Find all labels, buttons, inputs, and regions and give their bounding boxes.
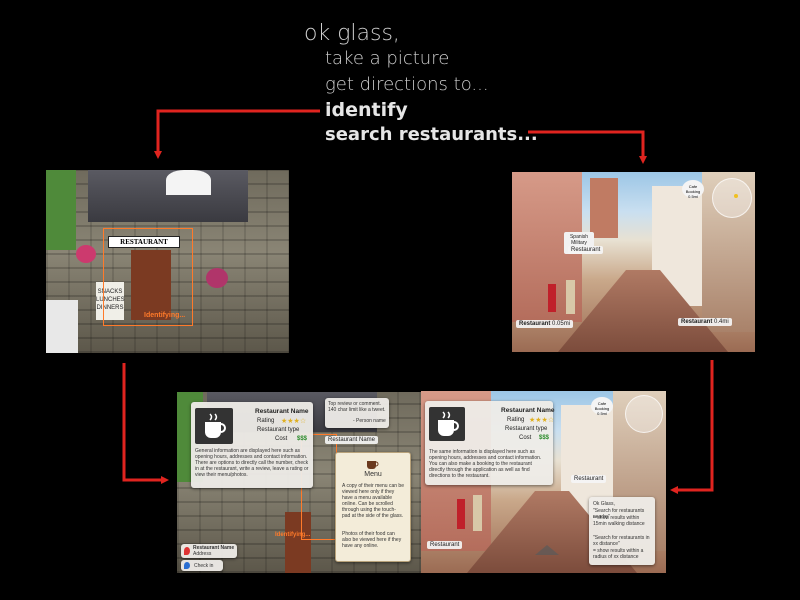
command-get-directions: get directions to... (325, 74, 489, 95)
coffee-cup-icon (195, 408, 233, 444)
search-photo: Spanish Military Hospital Cafe Booking 0… (512, 172, 755, 352)
identifying-label-2: Identifying... (275, 532, 311, 538)
menu-board: SNACKS LUNCHES DINNERS (96, 282, 125, 320)
photos-description: Photos of their food can also be viewed … (342, 531, 402, 549)
cost-value-2: $$$ (539, 435, 550, 441)
flower-basket-right (206, 268, 228, 288)
restaurant-name-2: Restaurant Name (501, 407, 555, 414)
arrow-search (528, 130, 647, 164)
balcony-building (590, 178, 618, 238)
restaurant-name-tag[interactable]: Restaurant Name (325, 436, 379, 444)
red-door-2 (285, 512, 311, 573)
rating-label-2: Rating (507, 417, 525, 423)
flower-basket-left (76, 245, 96, 263)
restaurant-tag-right-distance: 0.4mi (714, 319, 729, 325)
menu-description: A copy of their menu can be viewed here … (342, 483, 404, 519)
cost-label: Cost (275, 436, 288, 442)
arrow-identify (154, 109, 320, 159)
arrow-identify-result (122, 363, 169, 484)
red-door (131, 250, 171, 320)
bottom-restaurant-name: Restaurant Name (193, 545, 235, 551)
cost-value: $$$ (297, 436, 308, 442)
cost-label-2: Cost (519, 435, 532, 441)
command-take-picture: take a picture (325, 48, 450, 69)
restaurant-tag-left-distance: 0.05mi (552, 321, 571, 327)
restaurant-tag-right-name: Restaurant (681, 319, 713, 325)
restaurant-tag-right[interactable]: Restaurant 0.4mi (678, 318, 732, 326)
parked-car (46, 300, 78, 353)
menu-card[interactable]: Menu A copy of their menu can be viewed … (335, 452, 411, 562)
tip-title: Ok Glass, (593, 501, 615, 507)
tip-line-1: "Search for restaurants nearby" (593, 508, 645, 520)
pedestrian-2 (566, 280, 575, 314)
restaurant-type-label: Restaurant type (257, 427, 300, 433)
review-author: - Person name (353, 418, 386, 424)
check-in-icon (184, 562, 190, 569)
identify-photo: RESTAURANT SNACKS LUNCHES DINNERS Identi… (46, 170, 289, 353)
command-search-restaurants: search restaurants... (325, 124, 538, 145)
pedestrian-4 (473, 495, 482, 531)
radar-dot (734, 194, 738, 198)
map-pin-icon (184, 547, 190, 555)
radar-compass-2 (625, 395, 663, 433)
bottom-restaurant-card[interactable]: Restaurant Name Address (181, 544, 237, 558)
command-identify: identify (325, 99, 408, 121)
tip-line-4: = show results within a radius of xx dis… (593, 548, 644, 560)
coffee-cup-icon-2 (429, 407, 465, 441)
general-info-text: General information are displayed here s… (195, 448, 309, 478)
detail-photo-left: Identifying... Restaurant Name Rating ★★… (177, 392, 421, 573)
pedestrian-3 (457, 499, 465, 529)
review-text: Top review or comment. 140 char limit li… (328, 401, 386, 413)
cafe-booking-marker-2: Cafe Booking 0.5mi (591, 397, 613, 416)
general-info-text-2: The same information is displayed here s… (429, 449, 542, 479)
tip-line-3: "Search for restaurants in xx distance" (593, 535, 650, 547)
restaurant-tag-left-name: Restaurant (519, 321, 551, 327)
arrow-search-result (670, 360, 714, 494)
tree-foliage (46, 170, 76, 250)
seagull (166, 170, 211, 195)
menu-title: Menu (364, 471, 382, 478)
rating-stars-icon-2: ★★★☆ (529, 417, 555, 424)
menu-cup-icon (365, 457, 381, 471)
detail-photo-right: Cafe Booking 0.5mi Restaurant Name Ratin… (421, 391, 666, 573)
voice-search-tip-card: Ok Glass, "Search for restaurants nearby… (589, 497, 655, 565)
restaurant-tag-right-2[interactable]: Restaurant (571, 475, 607, 483)
restaurant-sign: RESTAURANT (108, 236, 180, 248)
tip-line-2: = show results within 15min walking dist… (593, 515, 645, 527)
identifying-label: Identifying... (144, 312, 186, 319)
top-review-card: Top review or comment. 140 char limit li… (325, 398, 389, 428)
check-in-label: Check in (194, 563, 214, 569)
identify-frame (103, 228, 193, 326)
rating-stars-icon: ★★★☆ (281, 418, 307, 425)
rating-label: Rating (257, 418, 275, 424)
restaurant-tag-left[interactable]: Restaurant 0.05mi (516, 320, 574, 328)
restaurant-tag-bottom-2[interactable]: Restaurant (427, 541, 463, 549)
restaurant-type-label-2: Restaurant type (505, 426, 548, 432)
check-in-button[interactable]: Check in (181, 560, 223, 571)
command-wake: ok glass, (304, 21, 400, 46)
pedestrian-1 (548, 284, 556, 312)
restaurant-name: Restaurant Name (255, 408, 309, 415)
restaurant-info-card: Restaurant Name Rating ★★★☆ Restaurant t… (191, 402, 313, 488)
restaurant-tag-mid[interactable]: Restaurant (568, 246, 604, 254)
radar-compass (712, 178, 752, 218)
bottom-restaurant-address: Address (193, 551, 212, 557)
cafe-booking-marker: Cafe Booking 0.5mi (682, 180, 704, 199)
restaurant-info-card-2: Restaurant Name Rating ★★★☆ Restaurant t… (425, 401, 555, 485)
navigation-arrow-icon (535, 545, 559, 555)
